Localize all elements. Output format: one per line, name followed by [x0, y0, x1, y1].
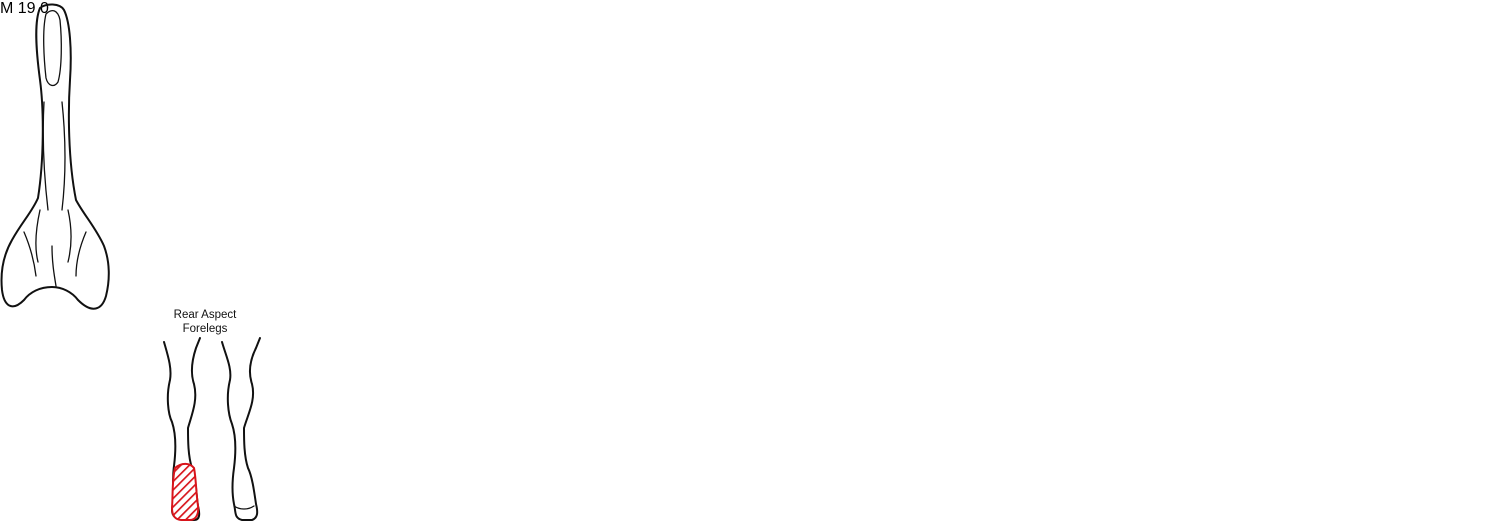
- rear-aspect-left-foreleg-pastern: [172, 464, 198, 520]
- rear-aspect-forelegs: [164, 338, 260, 520]
- caption-line-2: Forelegs: [160, 322, 250, 336]
- rear-aspect-right-foreleg: [222, 338, 260, 520]
- caption-line-1: Rear Aspect: [160, 308, 250, 322]
- rear-aspect-forelegs-caption: Rear Aspect Forelegs: [160, 308, 250, 336]
- front-view: [1, 4, 108, 308]
